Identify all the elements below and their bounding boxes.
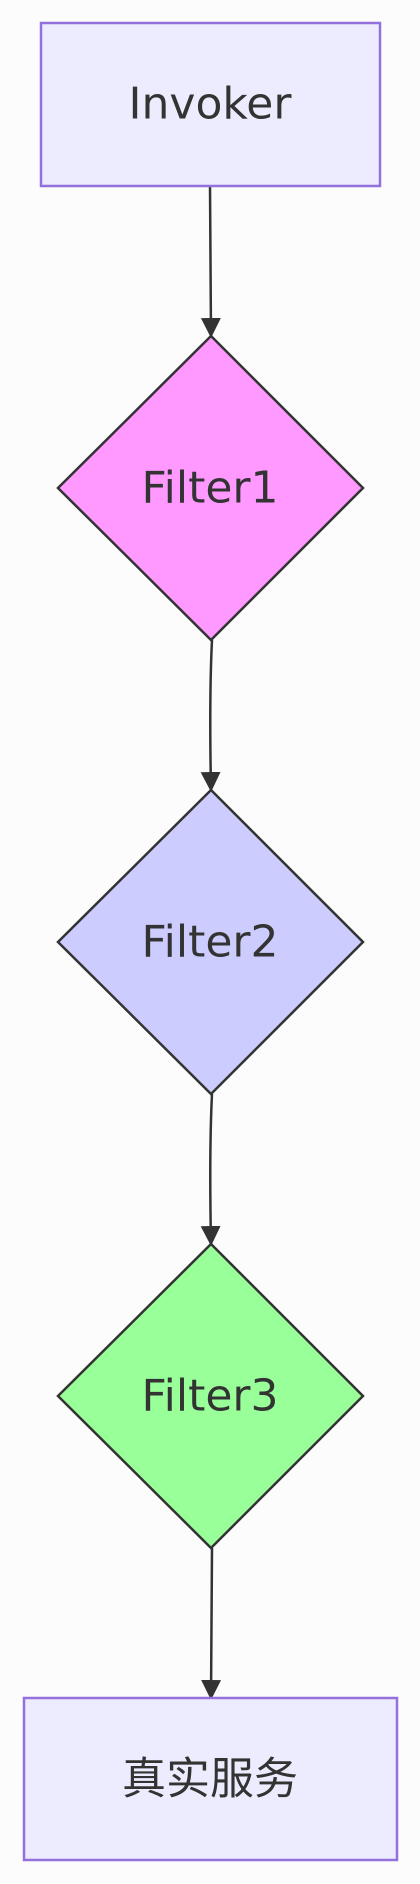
node-real-service: 真实服务 [22,1696,399,1862]
edge-filter1-to-filter2 [200,639,221,792]
node-filter2: Filter2 [56,788,365,1096]
node-filter1-shape [56,334,365,642]
edge-filter2-to-filter3 [200,1093,221,1246]
node-filter1: Filter1 [56,334,365,642]
edge-filter3-to-real-service [201,1547,222,1700]
node-real-service-label: 真实服务 [122,1754,298,1805]
node-real-service-shape [22,1696,399,1862]
node-filter3-shape [56,1242,365,1550]
node-filter1-label: Filter1 [142,463,279,514]
node-filter3-label: Filter3 [142,1371,279,1422]
node-invoker: Invoker [39,21,382,188]
node-filter2-label: Filter2 [142,917,279,968]
node-invoker-shape [39,21,382,188]
node-filter3: Filter3 [56,1242,365,1550]
node-invoker-label: Invoker [129,79,293,130]
node-filter2-shape [56,788,365,1096]
edge-invoker-to-filter1 [200,185,221,338]
